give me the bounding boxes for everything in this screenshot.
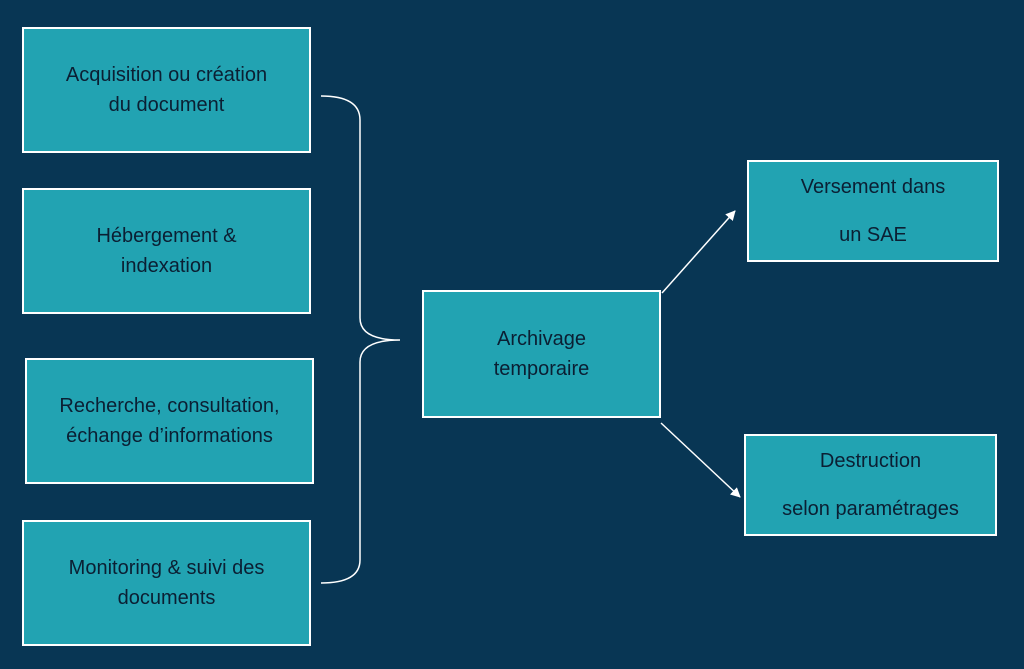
- outcome-label-line: Versement dans: [800, 176, 946, 198]
- outcome-box-versement: Versement dans un SAE: [747, 160, 999, 262]
- outcome-label-line: selon paramétrages: [782, 498, 959, 520]
- outcome-box-destruction: Destruction selon paramétrages: [744, 434, 997, 536]
- stage-label-line: documents: [117, 587, 216, 609]
- center-label-line: Archivage: [497, 328, 586, 350]
- stage-box-acquisition: Acquisition ou création du document: [22, 27, 311, 153]
- center-box-archivage: Archivage temporaire: [422, 290, 661, 418]
- stage-label-line: indexation: [120, 255, 213, 277]
- stage-label-line: échange d’informations: [66, 425, 273, 447]
- stage-box-recherche: Recherche, consultation, échange d’infor…: [25, 358, 314, 484]
- stage-label-line: Recherche, consultation,: [59, 395, 280, 417]
- stage-label-line: Acquisition ou création: [65, 64, 268, 86]
- outcome-label-line: un SAE: [839, 224, 907, 246]
- center-label-line: temporaire: [493, 358, 590, 380]
- stage-label-line: Hébergement &: [96, 225, 237, 247]
- stage-box-monitoring: Monitoring & suivi des documents: [22, 520, 311, 646]
- stage-box-hebergement: Hébergement & indexation: [22, 188, 311, 314]
- stage-label-line: du document: [108, 94, 225, 116]
- arrow-to-versement: [661, 210, 736, 294]
- outcome-label-line: Destruction: [819, 450, 922, 472]
- grouping-brace: [320, 95, 401, 584]
- stage-label-line: Monitoring & suivi des: [68, 557, 265, 579]
- arrow-to-destruction: [660, 422, 741, 498]
